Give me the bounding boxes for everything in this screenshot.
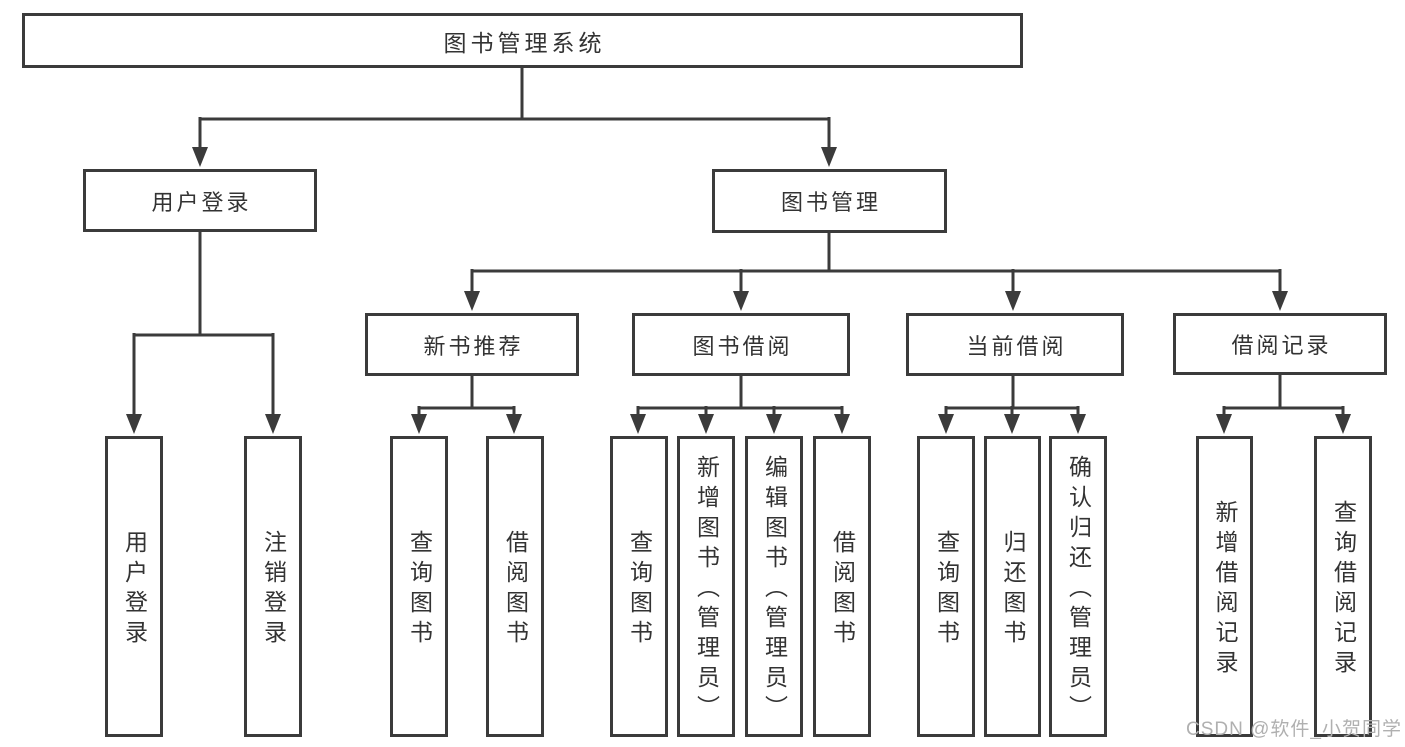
node-new-book-recommend: 新书推荐 (365, 313, 579, 376)
leaf-add-books-admin: 新增图书（管理员） (677, 436, 735, 737)
node-label: 归还图书 (1000, 530, 1026, 650)
node-label: 图书借阅 (692, 333, 793, 359)
node-current-borrowing: 当前借阅 (906, 313, 1124, 376)
leaf-logout: 注销登录 (244, 436, 302, 737)
leaf-borrow-books-1: 借阅图书 (486, 436, 544, 737)
node-label: 图书管理 (780, 190, 881, 215)
arrowheads (126, 147, 1351, 434)
node-label: 用户登录 (121, 530, 148, 650)
node-label: 确认归还（管理员） (1065, 455, 1092, 725)
node-label: 查询图书 (406, 530, 433, 650)
node-label: 借阅图书 (502, 530, 529, 650)
node-label: 新增图书（管理员） (693, 455, 720, 725)
leaf-query-books-2: 查询图书 (610, 436, 668, 737)
node-label: 用户登录 (151, 189, 252, 215)
node-label: 新增借阅记录 (1212, 500, 1238, 680)
connector-path (132, 66, 1345, 418)
leaf-confirm-return-admin: 确认归还（管理员） (1049, 436, 1107, 737)
leaf-return-books: 归还图书 (984, 436, 1041, 737)
node-book-management: 图书管理 (712, 169, 947, 233)
node-library-system: 图书管理系统 (22, 13, 1023, 68)
node-label: 当前借阅 (966, 333, 1067, 359)
node-borrow-records: 借阅记录 (1173, 313, 1387, 375)
leaf-query-borrow-record: 查询借阅记录 (1314, 436, 1372, 737)
node-label: 编辑图书（管理员） (761, 455, 788, 725)
node-label: 查询借阅记录 (1330, 500, 1357, 680)
leaf-query-books-3: 查询图书 (917, 436, 975, 737)
node-label: 借阅记录 (1231, 333, 1332, 358)
leaf-user-login: 用户登录 (105, 436, 163, 737)
node-label: 借阅图书 (829, 530, 856, 650)
leaf-query-books-1: 查询图书 (390, 436, 448, 737)
leaf-borrow-books-2: 借阅图书 (813, 436, 871, 737)
node-label: 注销登录 (260, 530, 287, 650)
node-label: 新书推荐 (423, 333, 524, 359)
leaf-edit-books-admin: 编辑图书（管理员） (745, 436, 803, 737)
node-label: 查询图书 (933, 530, 960, 650)
node-user-login: 用户登录 (83, 169, 317, 232)
leaf-add-borrow-record: 新增借阅记录 (1196, 436, 1253, 737)
node-label: 查询图书 (626, 530, 653, 650)
node-book-borrowing: 图书借阅 (632, 313, 850, 376)
node-label: 图书管理系统 (443, 29, 606, 56)
